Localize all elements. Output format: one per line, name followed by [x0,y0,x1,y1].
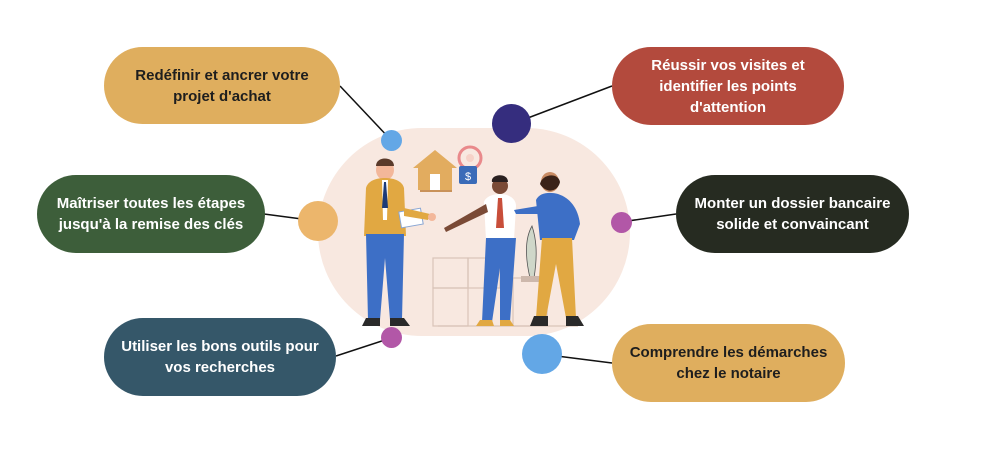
topic-pill-label: Réussir vos visites et identifier les po… [651,56,805,116]
person-buyer-man [514,172,584,326]
house-icon [413,150,457,192]
connector-dot-light-blue [381,130,402,151]
dollar-icon: $ [465,171,471,183]
topic-pill-bank-file: Monter un dossier bancaire solide et con… [676,175,909,253]
topic-pill-label: Monter un dossier bancaire solide et con… [694,195,891,233]
connector-dot-magenta [611,212,632,233]
topic-pill-label: Comprendre les démarches chez le notaire [629,344,828,382]
person-agent [362,158,436,326]
connector-dot-navy [492,104,531,143]
person-buyer-woman [444,175,516,326]
connector-line [339,85,392,141]
topic-pill-notary: Comprendre les démarches chez le notaire [612,324,845,402]
connector-dot-orange [298,201,338,241]
topic-pill-visits: Réussir vos visites et identifier les po… [612,47,844,125]
topic-pill-steps-keys: Maîtriser toutes les étapes jusqu'à la r… [37,175,265,253]
topic-pill-tools: Utiliser les bons outils pour vos recher… [104,318,336,396]
connector-dot-magenta [381,327,402,348]
connector-dot-light-blue [522,334,562,374]
topic-pill-label: Redéfinir et ancrer votre projet d'achat [135,66,309,105]
topic-pill-label: Utiliser les bons outils pour vos recher… [121,338,319,376]
topic-pill-label: Maîtriser toutes les étapes jusqu'à la r… [56,195,246,233]
topic-pill-redefine-project: Redéfinir et ancrer votre projet d'achat [104,47,340,124]
illustration: $ [362,145,584,327]
price-tag-icon: $ [459,166,477,184]
